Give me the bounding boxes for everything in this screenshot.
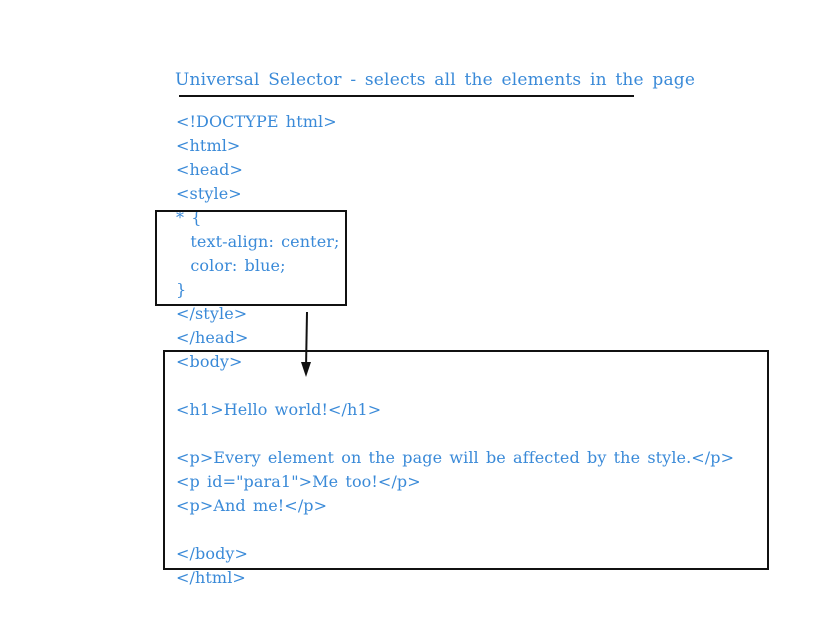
code-line-h1: <h1>Hello world!</h1> xyxy=(176,400,382,419)
body-content-highlight-box xyxy=(163,350,769,570)
code-line-p-and-me: <p>And me!</p> xyxy=(176,496,328,515)
code-line-head-close: </head> xyxy=(176,328,249,347)
title-underline xyxy=(179,95,634,97)
code-line-style-open: <style> xyxy=(176,184,242,203)
code-line-p-para1: <p id="para1">Me too!</p> xyxy=(176,472,421,491)
code-line-body-close: </body> xyxy=(176,544,249,563)
css-rule-highlight-box xyxy=(155,210,347,306)
code-line-style-close: </style> xyxy=(176,304,248,323)
code-line-html-close: </html> xyxy=(176,568,246,587)
code-line-selector: * { xyxy=(176,208,202,227)
code-line-text-align: text-align: center; xyxy=(176,232,340,251)
diagram-title: Universal Selector - selects all the ele… xyxy=(175,70,696,90)
code-line-html-open: <html> xyxy=(176,136,241,155)
code-line-doctype: <!DOCTYPE html> xyxy=(176,112,337,131)
code-line-color: color: blue; xyxy=(176,256,286,275)
code-listing: <!DOCTYPE html> <html> <head> <style> * … xyxy=(176,110,734,590)
code-line-body-open: <body> xyxy=(176,352,243,371)
code-line-p-every: <p>Every element on the page will be aff… xyxy=(176,448,735,467)
code-line-rule-close: } xyxy=(176,280,187,299)
code-line-head-open: <head> xyxy=(176,160,243,179)
